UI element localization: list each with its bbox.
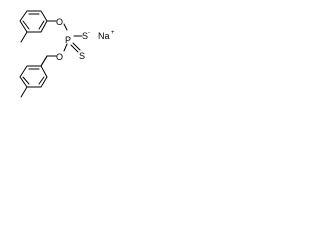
sodium-label: Na	[98, 31, 110, 41]
upper-ring-inner-bond-3	[22, 20, 30, 30]
upper-oxygen-to-phosphorus-bond	[63, 23, 68, 31]
phosphorus-to-right-sulfur-bond-1	[72, 42, 81, 51]
lower-ring-outline	[19, 55, 48, 88]
upper-ring-outline	[19, 10, 48, 33]
chemical-structure-canvas: O P S - S O Na +	[0, 0, 120, 123]
lower-oxygen-label: O	[56, 52, 63, 62]
atom-labels: O P S - S O Na +	[56, 17, 115, 62]
bond-lines	[19, 10, 83, 98]
lower-methyl-bond	[20, 86, 28, 98]
phosphorus-label: P	[65, 35, 71, 45]
lower-ring-inner-bond-2	[22, 76, 30, 85]
lower-ring-closing-bond	[40, 55, 48, 67]
upper-oxygen-label: O	[56, 17, 63, 27]
structure-diagram: O P S - S O Na +	[19, 10, 115, 98]
right-sulfur-label: S	[79, 51, 85, 61]
top-sulfur-charge: -	[88, 30, 90, 36]
lower-ring-inner-bond-3	[38, 76, 45, 85]
phosphorus-to-lower-oxygen-bond	[63, 43, 68, 52]
sodium-charge: +	[111, 30, 115, 36]
upper-methyl-bond	[20, 31, 28, 43]
phosphorus-to-right-sulfur-bond-2	[70, 44, 79, 53]
top-sulfur-label: S	[82, 31, 88, 41]
upper-ring-inner-bond-2	[38, 20, 45, 30]
